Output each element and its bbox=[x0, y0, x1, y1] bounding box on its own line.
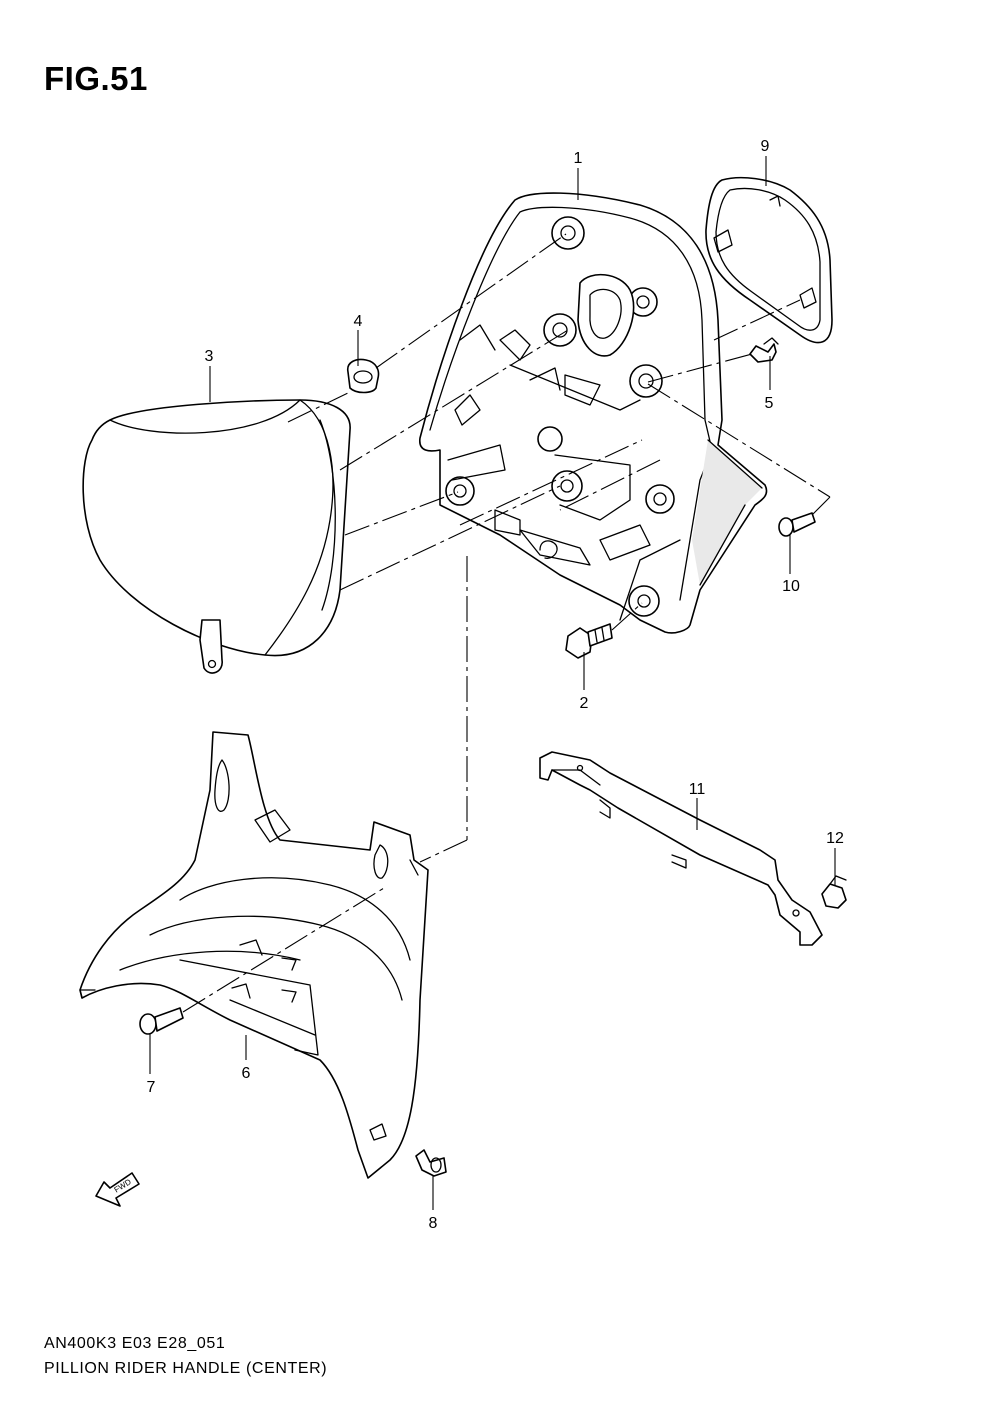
figure-title: FIG.51 bbox=[44, 60, 148, 97]
callout-6: 6 bbox=[242, 1065, 251, 1082]
callout-8: 8 bbox=[429, 1215, 438, 1232]
callout-10: 10 bbox=[782, 578, 800, 595]
backrest-pad[interactable] bbox=[82, 399, 351, 674]
callout-5: 5 bbox=[765, 395, 774, 412]
callout-4: 4 bbox=[354, 313, 363, 330]
bracket[interactable] bbox=[539, 751, 823, 946]
bolt-2[interactable] bbox=[565, 623, 613, 659]
callout-leaders bbox=[149, 156, 836, 1210]
clip-8[interactable] bbox=[415, 1149, 447, 1177]
screw-10[interactable] bbox=[778, 512, 816, 537]
callout-3: 3 bbox=[205, 348, 214, 365]
callout-1: 1 bbox=[574, 150, 583, 167]
fwd-arrow-icon: FWD bbox=[95, 1172, 140, 1207]
callout-12: 12 bbox=[826, 830, 844, 847]
screw-5[interactable] bbox=[749, 337, 779, 363]
handle-cover[interactable] bbox=[705, 176, 833, 344]
callout-9: 9 bbox=[761, 138, 770, 155]
bolt-12[interactable] bbox=[821, 875, 847, 909]
model-code: AN400K3 E03 E28_051 bbox=[44, 1335, 226, 1352]
figure-caption: PILLION RIDER HANDLE (CENTER) bbox=[44, 1360, 328, 1377]
grommet[interactable] bbox=[346, 358, 380, 394]
lower-cover[interactable] bbox=[79, 731, 429, 1179]
callout-11: 11 bbox=[689, 781, 706, 798]
assembly-lines bbox=[182, 233, 831, 1013]
callout-numbers: 1 2 3 4 5 6 7 8 9 10 11 12 bbox=[147, 138, 844, 1232]
callout-2: 2 bbox=[580, 695, 589, 712]
handle-frame[interactable] bbox=[419, 192, 768, 634]
callout-7: 7 bbox=[147, 1079, 156, 1096]
screw-7[interactable] bbox=[139, 1007, 184, 1035]
